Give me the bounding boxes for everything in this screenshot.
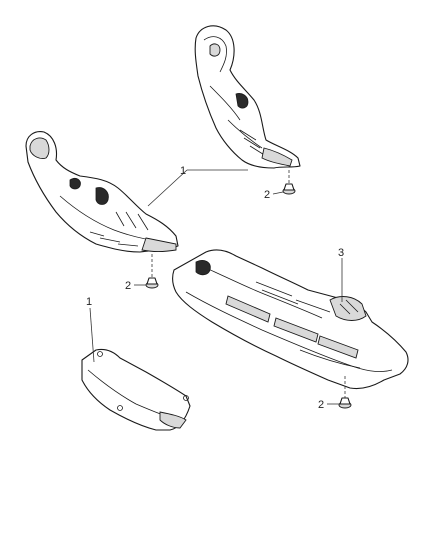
nut-lower <box>338 376 352 409</box>
callout-heat-shield-small: 1 <box>86 296 92 308</box>
leader-line-nut-upper <box>272 191 284 195</box>
nut-left <box>145 254 159 289</box>
heat-shield-left <box>25 131 179 253</box>
callout-heat-shield-upper: 1 <box>180 165 186 177</box>
leader-line-small-shield <box>89 307 95 363</box>
callout-skid-plate: 3 <box>338 247 344 259</box>
callout-nut-upper: 2 <box>264 189 270 201</box>
skid-plate <box>172 249 409 390</box>
heat-shield-upper <box>194 25 301 169</box>
callout-nut-lower: 2 <box>318 399 324 411</box>
leader-line-left-shield <box>147 169 188 207</box>
callout-nut-left: 2 <box>125 280 131 292</box>
heat-shield-small <box>81 348 191 431</box>
nut-upper <box>282 170 296 195</box>
